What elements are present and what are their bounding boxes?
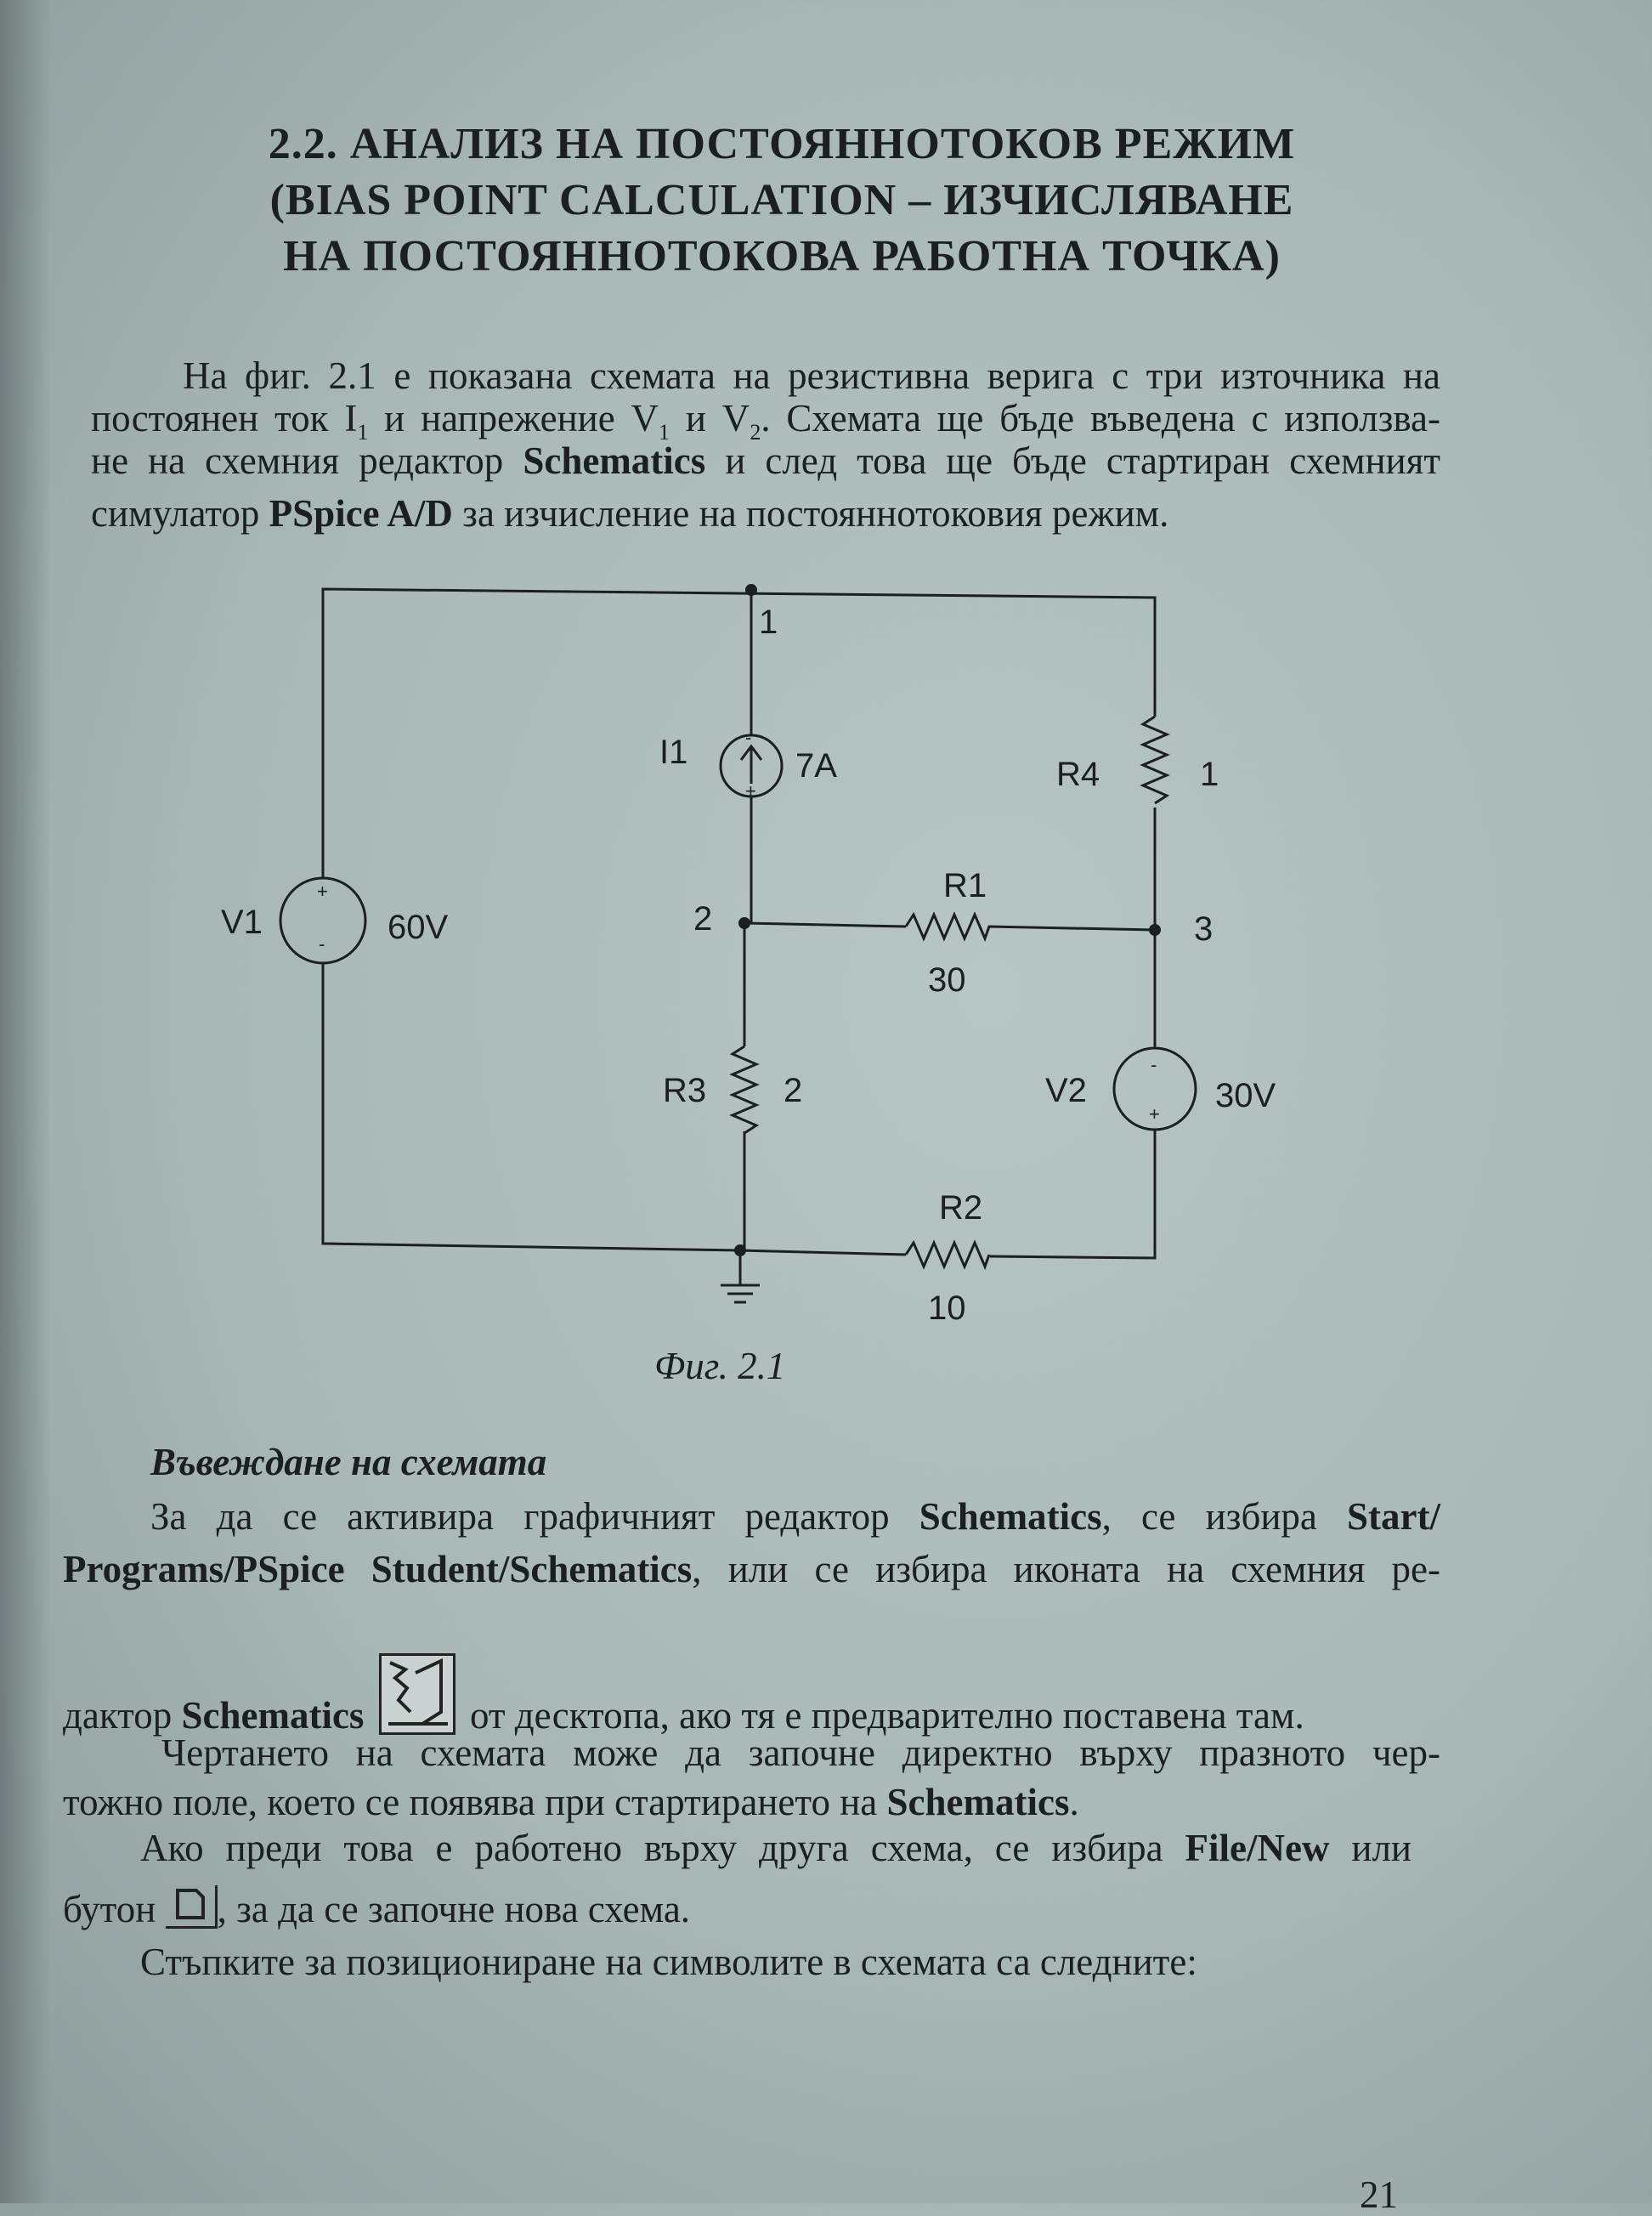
r2-value: 10 (928, 1289, 966, 1327)
t: за изчисление на постояннотоковия режим. (452, 492, 1169, 535)
v2-label: V2 (1045, 1072, 1087, 1109)
wire (321, 587, 1157, 878)
plus-sign: + (1149, 1103, 1160, 1125)
section-p2-line-1: Чертането на схемата може да започне дир… (161, 1731, 1440, 1774)
t: Schematics (523, 439, 706, 482)
t: дактор (63, 1694, 182, 1737)
resistor-r4 (1140, 715, 1170, 805)
section-p1-line-2: Programs/PSpice Student/Schematics, или … (63, 1550, 1440, 1589)
voltage-source-v1 (279, 876, 367, 965)
section-p1-line-3: дактор Schematics от десктопа, ако тя е … (63, 1653, 1304, 1735)
t: от десктопа, ако тя е предварително пост… (460, 1694, 1304, 1737)
node-dot (1149, 924, 1161, 936)
r3-label: R3 (663, 1072, 706, 1109)
t: не на схемния редактор (91, 439, 523, 482)
section-p3-line-2: бутон , за да се започне нова схема. (63, 1885, 690, 1929)
voltage-source-v2 (1112, 1046, 1197, 1131)
v2-value: 30V (1215, 1077, 1276, 1114)
node-label: 3 (1194, 910, 1213, 948)
t: бутон (63, 1888, 166, 1930)
minus-sign: - (745, 727, 751, 748)
intro-line-1: На фиг. 2.1 е показана схемата на резист… (183, 357, 1440, 395)
resistor-r2 (904, 1239, 991, 1271)
t: За да се активира графичният редактор (150, 1495, 919, 1538)
page-number: 21 (1360, 2173, 1398, 2216)
t: тожно поле, което се появява при стартир… (63, 1781, 887, 1823)
section-p4: Стъпките за позициониране на символите в… (140, 1941, 1197, 1983)
r4-value: 1 (1200, 756, 1219, 793)
wire (989, 1130, 1157, 1260)
t: Schematics (886, 1781, 1070, 1823)
intro-line-2: постоянен ток I1 и напрежение V1 и V2. С… (91, 400, 1440, 444)
t: File/New (1185, 1827, 1330, 1869)
intro-line-4: симулатор PSpice A/D за изчисление на по… (91, 495, 1168, 533)
heading-line-1: 2.2. АНАЛИЗ НА ПОСТОЯННОТОКОВ РЕЖИМ (268, 120, 1296, 168)
schematics-app-icon (378, 1653, 455, 1735)
t: . Схемата ще бъде въведена с използва- (761, 397, 1440, 439)
minus-sign: - (319, 933, 325, 955)
t: Ако преди това е работено върху друга сх… (140, 1827, 1185, 1869)
r1-label: R1 (943, 867, 987, 904)
r2-label: R2 (939, 1189, 982, 1227)
t: и след това ще бъде стартиран схемният (705, 439, 1440, 482)
r1-value: 30 (928, 961, 966, 999)
node-dot (738, 917, 750, 929)
r4-label: R4 (1056, 756, 1100, 793)
t: Schematics (181, 1694, 365, 1737)
t: Start/ (1347, 1495, 1440, 1538)
resistor-r3 (729, 1045, 760, 1135)
section-p1-line-1: За да се активира графичният редактор Sc… (150, 1498, 1440, 1536)
r3-value: 2 (784, 1072, 802, 1109)
t: и V (670, 397, 750, 439)
plus-sign: + (745, 780, 756, 802)
t: постоянен ток I (91, 397, 358, 439)
t: PSpice A/D (269, 492, 453, 535)
sub: 2 (750, 420, 761, 445)
section-p3-line-1: Ако преди това е работено върху друга сх… (140, 1829, 1412, 1867)
arrow-up-icon (739, 744, 763, 784)
i1-label: I1 (659, 734, 687, 771)
current-source-i1 (719, 734, 784, 798)
node-dot (734, 1244, 746, 1256)
minus-sign: - (1151, 1054, 1157, 1075)
t: , се избира (1101, 1495, 1348, 1538)
new-file-button-icon (165, 1885, 218, 1929)
heading-line-3: НА ПОСТОЯННОТОКОВА РАБОТНА ТОЧКА) (283, 232, 1281, 281)
section-p2-line-2: тожно поле, което се появява при стартир… (63, 1783, 1079, 1822)
t: , за да се започне нова схема. (217, 1888, 691, 1930)
i1-value: 7A (795, 747, 837, 785)
t: . (1069, 1781, 1079, 1823)
sub: 1 (659, 420, 670, 445)
plus-sign: + (317, 881, 328, 902)
page-shadow (0, 0, 51, 2203)
text: постоянен ток I1 и напрежение V1 и V2. С… (91, 397, 1440, 444)
sub: 1 (357, 420, 369, 445)
heading-line-2: (BIAS POINT CALCULATION – ИЗЧИСЛЯВАНЕ (269, 176, 1294, 224)
t: или (1329, 1827, 1412, 1869)
t: , или се избира иконата на схемния ре- (692, 1548, 1440, 1590)
t: Programs/PSpice Student/Schematics (63, 1548, 693, 1590)
resistor-r1 (904, 911, 1156, 943)
section-title: Въвеждане на схемата (150, 1441, 547, 1483)
wire (321, 963, 907, 1256)
t: симулатор (91, 492, 269, 535)
v1-label: V1 (221, 904, 263, 941)
node-dot (745, 584, 757, 596)
ground-symbol (721, 1131, 760, 1304)
intro-line-3: не на схемния редактор Schematics и след… (91, 442, 1440, 480)
v1-value: 60V (388, 909, 448, 946)
t: Schematics (919, 1495, 1102, 1538)
circuit-diagram: 1 2 3 I1 7A - + V1 60V + - R1 30 R4 1 R3… (221, 584, 1276, 1327)
text: На фиг. 2.1 е показана схемата на резист… (183, 354, 1440, 397)
t: и напрежение V (368, 397, 659, 439)
figure-caption: Фиг. 2.1 (654, 1345, 786, 1387)
node-label: 1 (759, 604, 778, 641)
node-label: 2 (693, 900, 712, 938)
